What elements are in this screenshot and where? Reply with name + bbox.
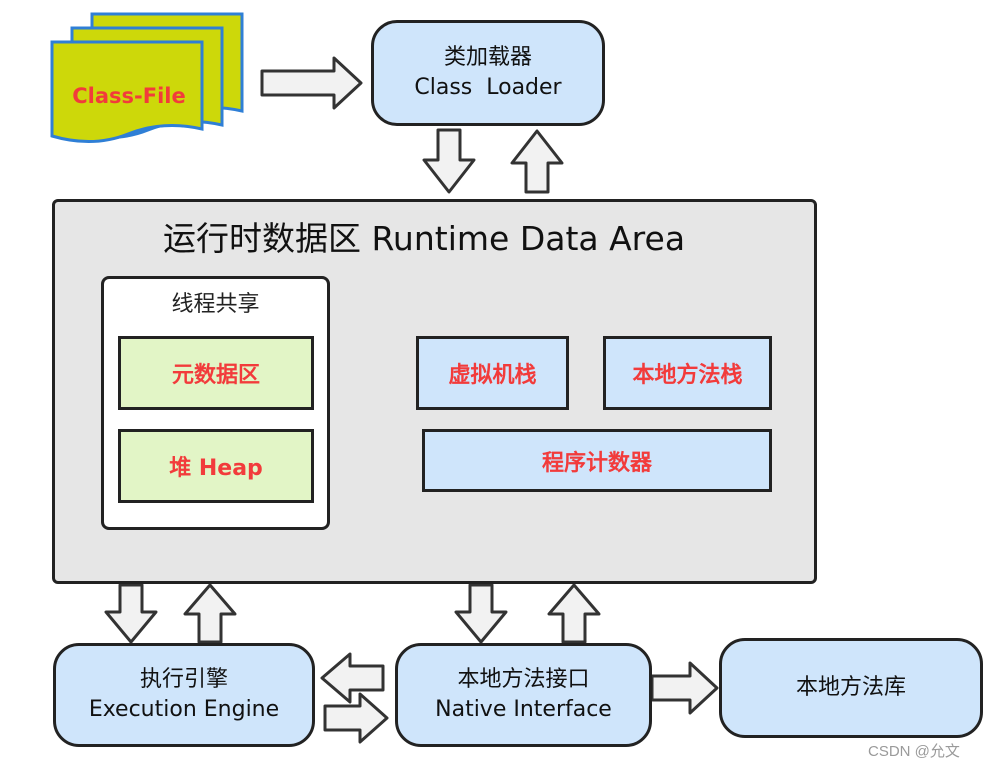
metaspace-box: 元数据区 — [118, 336, 314, 410]
class-file-label: Class-File — [72, 84, 186, 108]
arrow-runtime-to-engine — [104, 583, 158, 644]
execution-engine-box: 执行引擎 Execution Engine — [53, 643, 315, 747]
arrow-engine-to-runtime — [183, 583, 237, 644]
native-method-stack-box: 本地方法栈 — [603, 336, 772, 410]
native-library-title: 本地方法库 — [795, 675, 906, 700]
native-interface-title-en: Native Interface — [435, 697, 612, 722]
arrow-native-interface-to-library — [650, 661, 719, 715]
class-loader-title-cn: 类加载器 — [443, 45, 532, 70]
vm-stack-box: 虚拟机栈 — [416, 336, 569, 410]
native-library-box: 本地方法库 — [719, 638, 983, 738]
native-interface-box: 本地方法接口 Native Interface — [395, 643, 652, 747]
native-interface-title-cn: 本地方法接口 — [457, 667, 590, 692]
thread-shared-title: 线程共享 — [171, 292, 260, 317]
arrow-runtime-to-native-interface — [454, 583, 508, 644]
arrow-loader-to-runtime — [422, 128, 476, 194]
class-loader-title-en: Class Loader — [414, 75, 562, 100]
arrow-file-to-loader — [260, 56, 363, 110]
arrow-native-interface-to-runtime — [547, 583, 601, 644]
execution-engine-title-en: Execution Engine — [88, 697, 280, 722]
execution-engine-title-cn: 执行引擎 — [139, 667, 228, 692]
arrow-runtime-to-loader — [510, 129, 564, 194]
class-file-icon — [50, 12, 244, 144]
watermark: CSDN @允文 — [868, 743, 960, 760]
pc-register-box: 程序计数器 — [422, 429, 772, 492]
arrow-engine-to-native-interface — [323, 692, 389, 744]
heap-box: 堆 Heap — [118, 429, 314, 503]
class-loader-box: 类加载器 Class Loader — [371, 20, 605, 126]
runtime-data-area-title: 运行时数据区 Runtime Data Area — [163, 219, 686, 258]
arrow-native-interface-to-engine — [320, 652, 385, 704]
